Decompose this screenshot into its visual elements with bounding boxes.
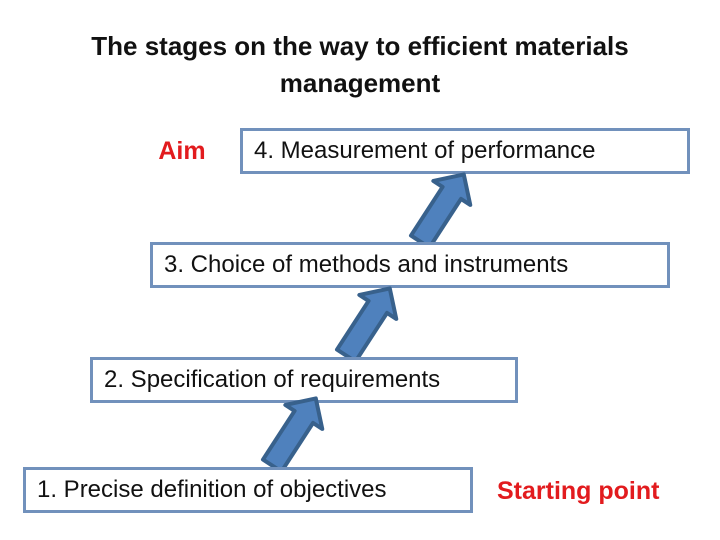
page-title-line1: The stages on the way to efficient mater… — [91, 31, 629, 61]
stage-box-4: 4. Measurement of performance — [240, 128, 690, 174]
stage-box-4-label: 4. Measurement of performance — [254, 137, 596, 164]
aim-label: Aim — [158, 137, 206, 165]
stage-box-2-label: 2. Specification of requirements — [104, 366, 441, 393]
stage-box-3-label: 3. Choice of methods and instruments — [164, 251, 569, 278]
stage-box-2: 2. Specification of requirements — [90, 357, 518, 403]
stage-box-1: 1. Precise definition of objectives — [23, 467, 473, 513]
page-title: The stages on the way to efficient mater… — [0, 28, 720, 102]
page-title-line2: management — [279, 68, 441, 98]
up-arrow-icon — [260, 396, 325, 474]
stage-box-3: 3. Choice of methods and instruments — [150, 242, 670, 288]
up-arrow-icon — [408, 172, 473, 250]
stage-box-1-label: 1. Precise definition of objectives — [37, 476, 387, 503]
up-arrow-icon — [334, 286, 399, 364]
starting-point-label: Starting point — [497, 477, 660, 505]
